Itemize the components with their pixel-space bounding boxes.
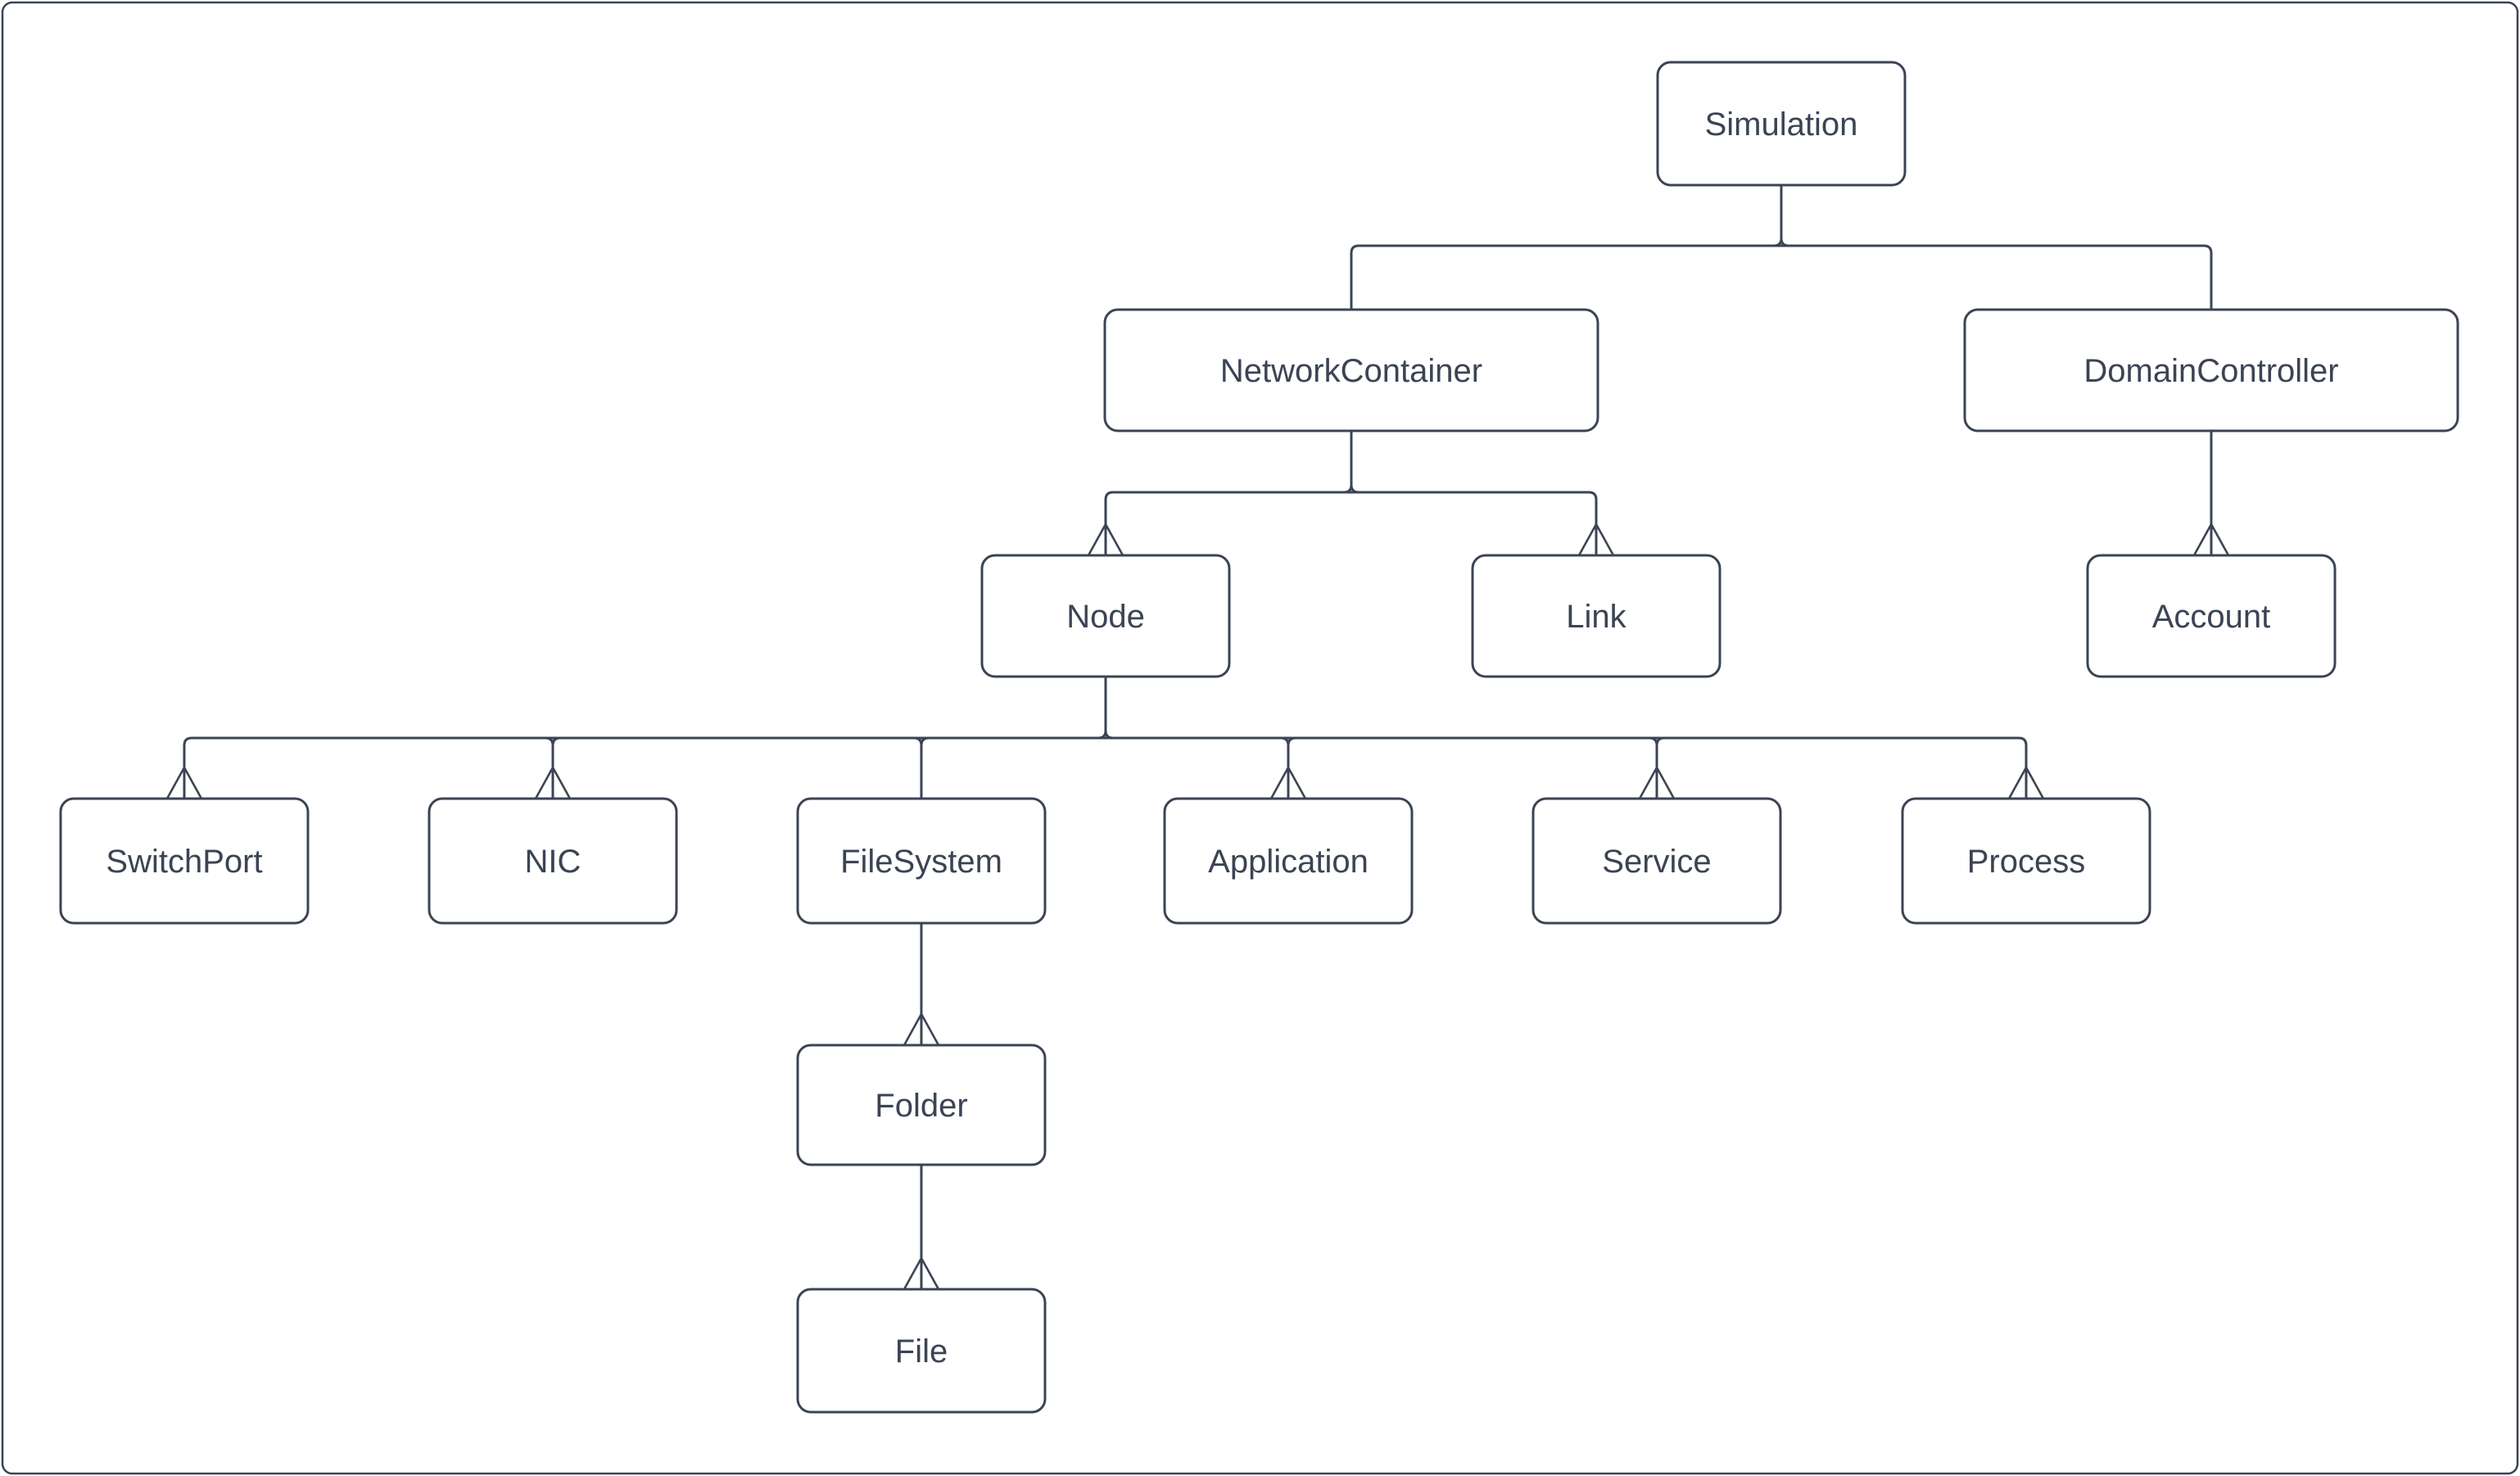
node-file-system-box [796,797,1047,925]
node-domain-controller-box [1963,308,2459,432]
edges-from-folder [903,1163,940,1291]
edges-from-network-container [1087,429,1615,557]
open-arrowhead-link [1577,523,1615,557]
edge-path [1350,183,2213,311]
node-service-box [1531,797,1782,925]
node-link-label: Link [1566,599,1626,635]
open-arrowhead-folder [903,1012,940,1047]
node-process-box [1901,797,2151,925]
node-file: File [796,1288,1047,1414]
node-file-box [796,1288,1047,1414]
node-switch-port-label: SwitchPort [106,844,262,880]
node-folder: Folder [796,1044,1047,1166]
node-simulation-label: Simulation [1705,106,1858,143]
node-switch-port-box [59,797,310,925]
node-link: Link [1471,554,1721,678]
open-arrowhead-switch-port [165,766,203,800]
node-application-box [1163,797,1414,925]
node-account-box [2086,554,2337,678]
node-account-label: Account [2152,599,2271,635]
node-application-label: Application [1208,844,1369,880]
open-arrowhead-application [1269,766,1307,800]
open-arrowhead-service [1638,766,1676,800]
node-domain-controller-label: DomainController [2083,353,2338,389]
node-service-label: Service [1602,844,1711,880]
node-folder-box [796,1044,1047,1166]
node-application: Application [1163,797,1414,925]
node-node-label: Node [1066,599,1145,635]
node-folder-label: Folder [875,1088,967,1124]
open-arrowhead-node [1087,523,1124,557]
node-network-container-box [1103,308,1599,432]
open-arrowhead-file [903,1256,940,1291]
node-domain-controller: DomainController [1963,308,2459,432]
node-nic-box [428,797,678,925]
node-account: Account [2086,554,2337,678]
edges-from-file-system [903,921,940,1047]
node-node-box [980,554,1231,678]
node-simulation-box [1656,61,1907,187]
node-simulation: Simulation [1656,61,1907,187]
node-network-container-label: NetworkContainer [1220,353,1482,389]
node-node: Node [980,554,1231,678]
open-arrowhead-account [2192,523,2230,557]
edges-from-simulation [1350,183,2213,311]
node-nic: NIC [428,797,678,925]
open-arrowhead-process [2007,766,2045,800]
node-process-label: Process [1967,844,2086,880]
edges-from-node [165,675,2045,800]
node-file-system: FileSystem [796,797,1047,925]
node-nic-label: NIC [525,844,581,880]
node-process: Process [1901,797,2151,925]
open-arrowhead-nic [534,766,572,800]
node-file-system-label: FileSystem [840,844,1002,880]
node-link-box [1471,554,1721,678]
node-switch-port: SwitchPort [59,797,310,925]
node-network-container: NetworkContainer [1103,308,1599,432]
edges-from-domain-controller [2192,429,2230,557]
node-service: Service [1531,797,1782,925]
edge-path [1104,429,1598,557]
node-file-label: File [895,1333,948,1370]
edge-path [183,675,2028,800]
